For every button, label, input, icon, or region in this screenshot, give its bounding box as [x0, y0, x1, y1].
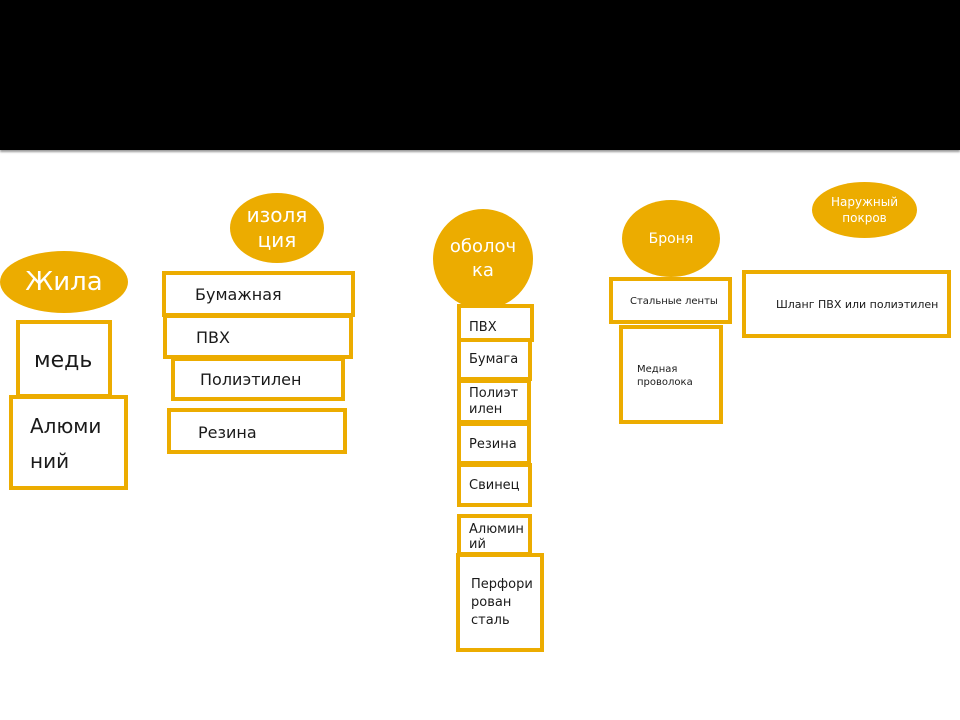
core-material-copper: медь: [16, 320, 112, 398]
insulation-material-paper: Бумажная: [162, 271, 355, 317]
sheath-material-lead: Свинец: [457, 463, 532, 507]
insulation-material-polyethylene: Полиэтилен: [171, 357, 345, 401]
header-bar: [0, 0, 960, 150]
armor-material-copper-wire: Медная проволока: [619, 325, 723, 424]
outer-cover-ellipse: Наружный покров: [812, 182, 917, 238]
insulation-material-rubber: Резина: [167, 408, 347, 454]
core-material-aluminium: Алюми ний: [9, 395, 128, 490]
insulation-ellipse: изоля ция: [230, 193, 324, 263]
armor-material-steel-tapes: Стальные ленты: [609, 277, 732, 324]
sheath-material-perforated-steel: Перфори рован сталь: [456, 553, 544, 652]
sheath-material-rubber: Резина: [457, 422, 531, 465]
core-ellipse: Жила: [0, 251, 128, 313]
sheath-material-aluminium: Алюмин ий: [457, 514, 532, 556]
sheath-material-paper: Бумага: [457, 338, 532, 381]
insulation-material-pvc: ПВХ: [163, 314, 353, 359]
sheath-material-polyethylene: Полиэт илен: [457, 379, 531, 424]
sheath-ellipse: оболоч ка: [433, 209, 533, 309]
sheath-material-pvc: ПВХ: [457, 304, 534, 342]
outer-cover-material-hose: Шланг ПВХ или полиэтилен: [742, 270, 951, 338]
armor-ellipse: Броня: [622, 200, 720, 277]
